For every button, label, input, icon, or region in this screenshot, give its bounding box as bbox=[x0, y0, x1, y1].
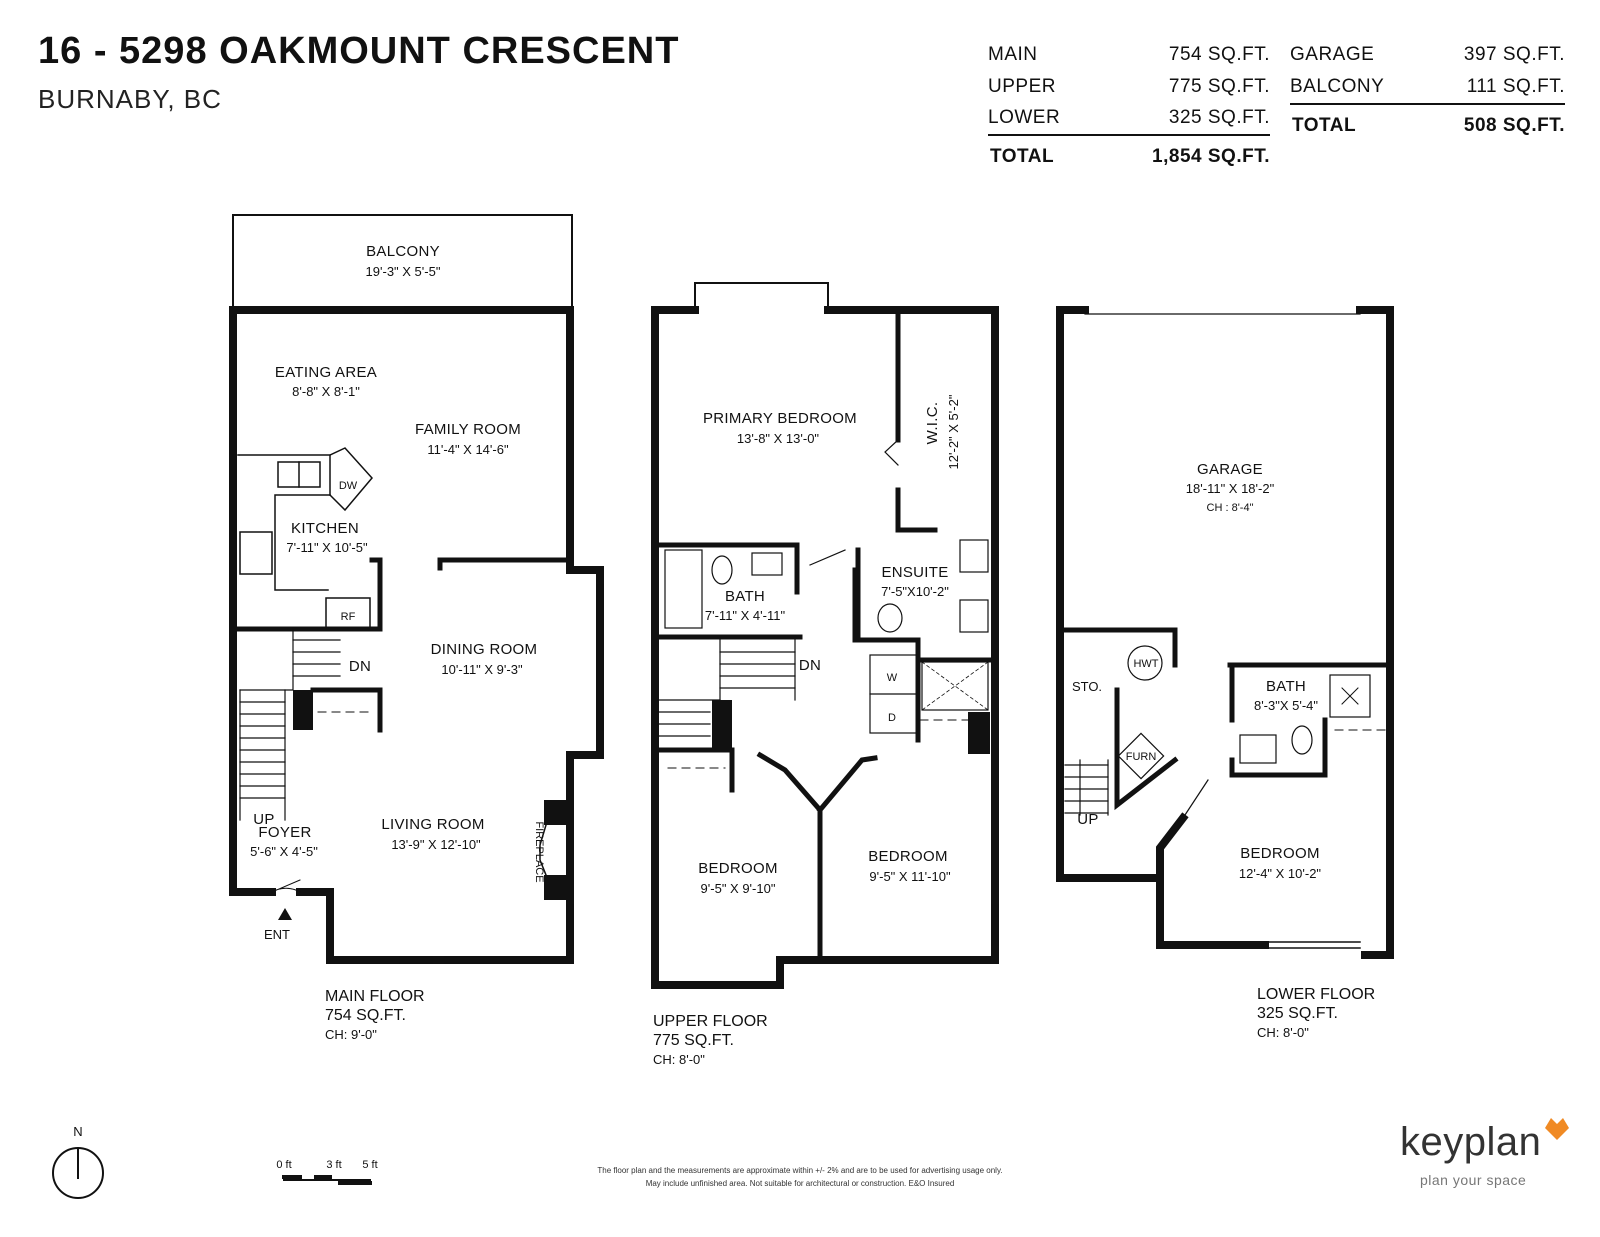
scale-bar bbox=[282, 1175, 372, 1185]
divider bbox=[988, 134, 1270, 136]
area-value: 111 SQ.FT. bbox=[1466, 76, 1565, 97]
ceiling-height: CH: 9'-0" bbox=[325, 1027, 377, 1042]
area-label: TOTAL bbox=[990, 146, 1055, 167]
fridge-label: RF bbox=[341, 611, 356, 623]
ceiling-height: CH: 8'-0" bbox=[653, 1052, 705, 1067]
keyplan-tagline: plan your space bbox=[1420, 1172, 1527, 1188]
entrance-label: ENT bbox=[264, 927, 290, 942]
keyplan-logo: keyplan bbox=[1400, 1120, 1542, 1164]
room-name: BEDROOM bbox=[868, 848, 948, 865]
room-name: LIVING ROOM bbox=[381, 816, 484, 833]
room-name: FOYER bbox=[258, 824, 311, 841]
area-label: MAIN bbox=[988, 44, 1038, 65]
area-label: GARAGE bbox=[1290, 44, 1375, 65]
room-name: PRIMARY BEDROOM bbox=[703, 410, 857, 427]
room-dimensions: 5'-6" X 4'-5" bbox=[250, 844, 318, 859]
area-row-main: MAIN 754 SQ.FT. bbox=[988, 44, 1270, 66]
room-dimensions: 7'-11" X 4'-11" bbox=[705, 608, 786, 623]
room-name: DINING ROOM bbox=[431, 641, 538, 658]
floor-area: 754 SQ.FT. bbox=[325, 1007, 406, 1024]
room-name: BATH bbox=[725, 588, 765, 605]
main-floor-plan bbox=[229, 214, 604, 964]
area-value: 508 SQ.FT. bbox=[1463, 115, 1565, 136]
area-value: 325 SQ.FT. bbox=[1168, 107, 1270, 128]
area-row-lower: LOWER 325 SQ.FT. bbox=[988, 107, 1270, 129]
room-dimensions: 9'-5" X 11'-10" bbox=[869, 869, 951, 884]
room-dimensions: 8'-3"X 5'-4" bbox=[1254, 698, 1318, 713]
compass-icon bbox=[52, 1147, 104, 1199]
stairs-up-label: UP bbox=[253, 811, 274, 828]
page-title: 16 - 5298 OAKMOUNT CRESCENT bbox=[38, 30, 680, 72]
disclaimer-line: The floor plan and the measurements are … bbox=[597, 1166, 1003, 1175]
area-row-garage: GARAGE 397 SQ.FT. bbox=[1290, 44, 1565, 66]
area-label: UPPER bbox=[988, 76, 1056, 97]
room-name: FAMILY ROOM bbox=[415, 421, 521, 438]
area-row-balcony: BALCONY 111 SQ.FT. bbox=[1290, 76, 1565, 98]
scale-label: 3 ft bbox=[326, 1159, 341, 1171]
disclaimer-line: May include unfinished area. Not suitabl… bbox=[645, 1179, 955, 1188]
ceiling-height: CH: 8'-0" bbox=[1257, 1025, 1309, 1040]
area-label: TOTAL bbox=[1292, 115, 1357, 136]
area-value: 1,854 SQ.FT. bbox=[1152, 146, 1270, 167]
room-dimensions: 19'-3" X 5'-5" bbox=[366, 264, 441, 279]
dishwasher-label: DW bbox=[339, 480, 358, 492]
page-subtitle: BURNABY, BC bbox=[38, 84, 222, 114]
furnace-label: FURN bbox=[1126, 751, 1157, 763]
area-label: LOWER bbox=[988, 107, 1061, 128]
room-name: ENSUITE bbox=[881, 564, 948, 581]
room-dimensions: 11'-4" X 14'-6" bbox=[427, 442, 509, 457]
area-row-total: TOTAL 508 SQ.FT. bbox=[1292, 115, 1565, 137]
room-dimensions: 13'-8" X 13'-0" bbox=[737, 431, 820, 446]
room-name: EATING AREA bbox=[275, 364, 377, 381]
room-dimensions: 12'-2" X 5'-2" bbox=[946, 394, 961, 469]
area-label: BALCONY bbox=[1290, 76, 1385, 97]
room-name: W.I.C. bbox=[924, 402, 941, 445]
keyplan-fox-icon bbox=[1545, 1118, 1569, 1140]
upper-floor-plan bbox=[651, 282, 999, 989]
floor-area: 325 SQ.FT. bbox=[1257, 1005, 1338, 1022]
floor-name: UPPER FLOOR bbox=[653, 1013, 768, 1030]
room-dimensions: 7'-5"X10'-2" bbox=[881, 584, 949, 599]
ceiling-height: CH : 8'-4" bbox=[1207, 502, 1254, 514]
upper-floor-label: UPPER FLOOR 775 SQ.FT. CH: 8'-0" bbox=[653, 1012, 768, 1069]
room-dimensions: 7'-11" X 10'-5" bbox=[286, 540, 368, 555]
disclaimer: The floor plan and the measurements are … bbox=[480, 1164, 1120, 1190]
room-dimensions: 9'-5" X 9'-10" bbox=[701, 881, 776, 896]
compass-north-label: N bbox=[73, 1124, 82, 1139]
room-name: STO. bbox=[1072, 679, 1102, 694]
main-floor-label: MAIN FLOOR 754 SQ.FT. CH: 9'-0" bbox=[325, 987, 425, 1044]
room-dimensions: 10'-11" X 9'-3" bbox=[441, 662, 523, 677]
lower-floor-label: LOWER FLOOR 325 SQ.FT. CH: 8'-0" bbox=[1257, 985, 1375, 1042]
area-value: 397 SQ.FT. bbox=[1463, 44, 1565, 65]
floor-area: 775 SQ.FT. bbox=[653, 1032, 734, 1049]
stairs-down-label: DN bbox=[799, 657, 821, 674]
room-dimensions: 12'-4" X 10'-2" bbox=[1239, 866, 1322, 881]
room-dimensions: 18'-11" X 18'-2" bbox=[1186, 481, 1275, 496]
floor-name: MAIN FLOOR bbox=[325, 988, 425, 1005]
room-name: KITCHEN bbox=[291, 520, 359, 537]
stairs-down-label: DN bbox=[349, 658, 371, 675]
room-name: BATH bbox=[1266, 678, 1306, 695]
scale-label: 5 ft bbox=[362, 1159, 377, 1171]
room-name: BEDROOM bbox=[1240, 845, 1320, 862]
area-value: 775 SQ.FT. bbox=[1168, 76, 1270, 97]
room-name: BALCONY bbox=[366, 243, 440, 260]
lower-floor-plan bbox=[1056, 306, 1394, 959]
room-dimensions: 13'-9" X 12'-10" bbox=[391, 837, 481, 852]
washer-label: W bbox=[887, 672, 898, 684]
divider bbox=[1290, 103, 1565, 105]
room-name: BEDROOM bbox=[698, 860, 778, 877]
area-row-total: TOTAL 1,854 SQ.FT. bbox=[990, 146, 1270, 168]
fireplace-label: FIREPLACE bbox=[533, 821, 545, 882]
area-value: 754 SQ.FT. bbox=[1168, 44, 1270, 65]
dryer-label: D bbox=[888, 712, 896, 724]
water-heater-label: HWT bbox=[1133, 658, 1158, 670]
room-dimensions: 8'-8" X 8'-1" bbox=[292, 384, 360, 399]
room-name: GARAGE bbox=[1197, 461, 1263, 478]
stairs-up-label: UP bbox=[1077, 811, 1098, 828]
floor-name: LOWER FLOOR bbox=[1257, 986, 1376, 1003]
scale-label: 0 ft bbox=[276, 1159, 291, 1171]
area-row-upper: UPPER 775 SQ.FT. bbox=[988, 76, 1270, 98]
